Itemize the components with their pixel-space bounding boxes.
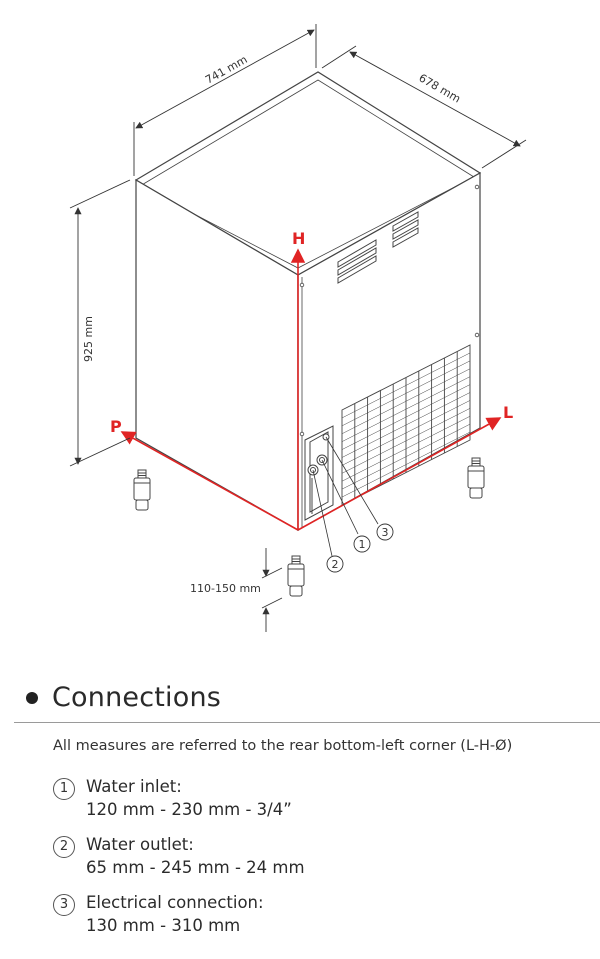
connection-item-water-outlet: 2 Water outlet: 65 mm - 245 mm - 24 mm — [0, 834, 600, 892]
grille-rib — [341, 431, 471, 498]
grille-rib — [341, 408, 471, 474]
item-number: 1 — [53, 778, 75, 800]
grille-rib — [341, 392, 471, 458]
item-title: Water outlet: — [86, 835, 194, 854]
axis-p-label: P — [110, 417, 122, 436]
dim-feet-label: 110-150 mm — [190, 582, 261, 595]
item-values: 130 mm - 310 mm — [86, 916, 241, 935]
grille-rib — [341, 352, 471, 419]
item-number: 3 — [53, 894, 75, 916]
item-title: Water inlet: — [86, 777, 182, 796]
section-title: Connections — [52, 682, 222, 713]
connection-item-water-inlet: 1 Water inlet: 120 mm - 230 mm - 3/4” — [0, 776, 600, 834]
connection-panel — [304, 425, 334, 521]
item-number: 2 — [53, 836, 75, 858]
reference-axes — [120, 248, 502, 531]
top-vents — [337, 211, 419, 284]
dim-height — [69, 179, 131, 467]
dim-width-label: 741 mm — [203, 53, 249, 87]
connection-list: 1 Water inlet: 120 mm - 230 mm - 3/4” 2 … — [0, 776, 600, 950]
grille-rib — [341, 376, 471, 442]
dim-feet — [261, 548, 283, 632]
callout-leaders — [312, 436, 379, 557]
axis-h-label: H — [292, 229, 305, 248]
grille-rib — [341, 360, 471, 427]
dim-width — [133, 24, 317, 176]
callout-2: 2 — [326, 555, 344, 573]
item-values: 65 mm - 245 mm - 24 mm — [86, 858, 305, 877]
item-title: Electrical connection: — [86, 893, 264, 912]
grille-rib — [341, 368, 471, 434]
axis-l-label: L — [503, 403, 513, 422]
grille-rib — [341, 400, 471, 466]
dim-depth-label: 678 mm — [417, 71, 463, 105]
svg-text:2: 2 — [332, 558, 339, 571]
bullet-icon — [26, 692, 38, 704]
connections-section: Connections All measures are referred to… — [0, 672, 600, 950]
section-subtitle: All measures are referred to the rear bo… — [53, 738, 513, 754]
callout-3: 3 — [376, 523, 394, 541]
grille-rib — [341, 416, 471, 482]
grille-rib — [341, 423, 471, 490]
screws — [299, 184, 480, 437]
item-values: 120 mm - 230 mm - 3/4” — [86, 800, 292, 819]
ice-machine-diagram: H P L 741 mm 678 mm 925 mm 110-150 mm 1 — [69, 24, 527, 632]
dim-height-label: 925 mm — [82, 316, 95, 362]
divider — [14, 722, 600, 723]
side-grille — [341, 344, 471, 506]
svg-text:1: 1 — [359, 538, 366, 551]
dim-depth — [321, 45, 527, 169]
callout-1: 1 — [353, 535, 371, 553]
grille-rib — [341, 384, 471, 450]
svg-text:3: 3 — [382, 526, 389, 539]
section-header: Connections — [0, 672, 600, 726]
connection-item-electrical: 3 Electrical connection: 130 mm - 310 mm — [0, 892, 600, 950]
